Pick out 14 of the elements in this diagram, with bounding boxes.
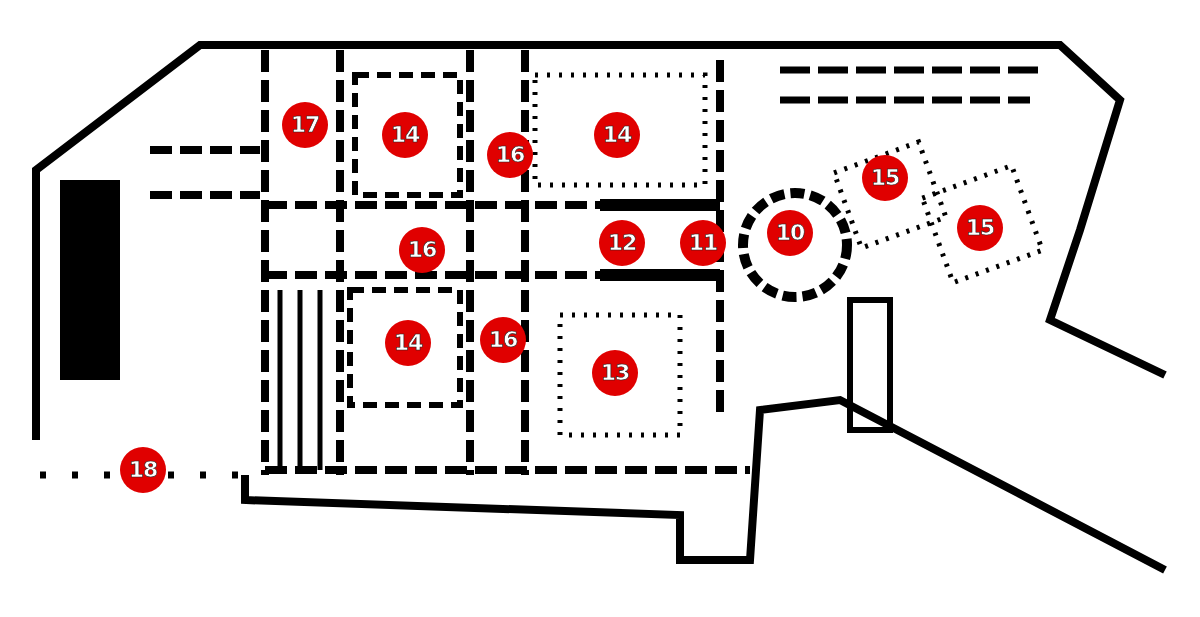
callout-number: 12 [599,220,645,266]
callout-number: 18 [120,447,166,493]
callout-number: 15 [862,155,908,201]
callout-number: 10 [767,210,813,256]
callout-number: 15 [957,205,1003,251]
callout-number: 13 [592,350,638,396]
callout-number: 14 [382,112,428,158]
callout-number: 11 [680,220,726,266]
callout-number: 14 [594,112,640,158]
callout-number: 17 [282,102,328,148]
callout-number: 14 [385,320,431,366]
callout-number: 16 [399,227,445,273]
callout-number: 16 [487,132,533,178]
callout-number: 16 [480,317,526,363]
